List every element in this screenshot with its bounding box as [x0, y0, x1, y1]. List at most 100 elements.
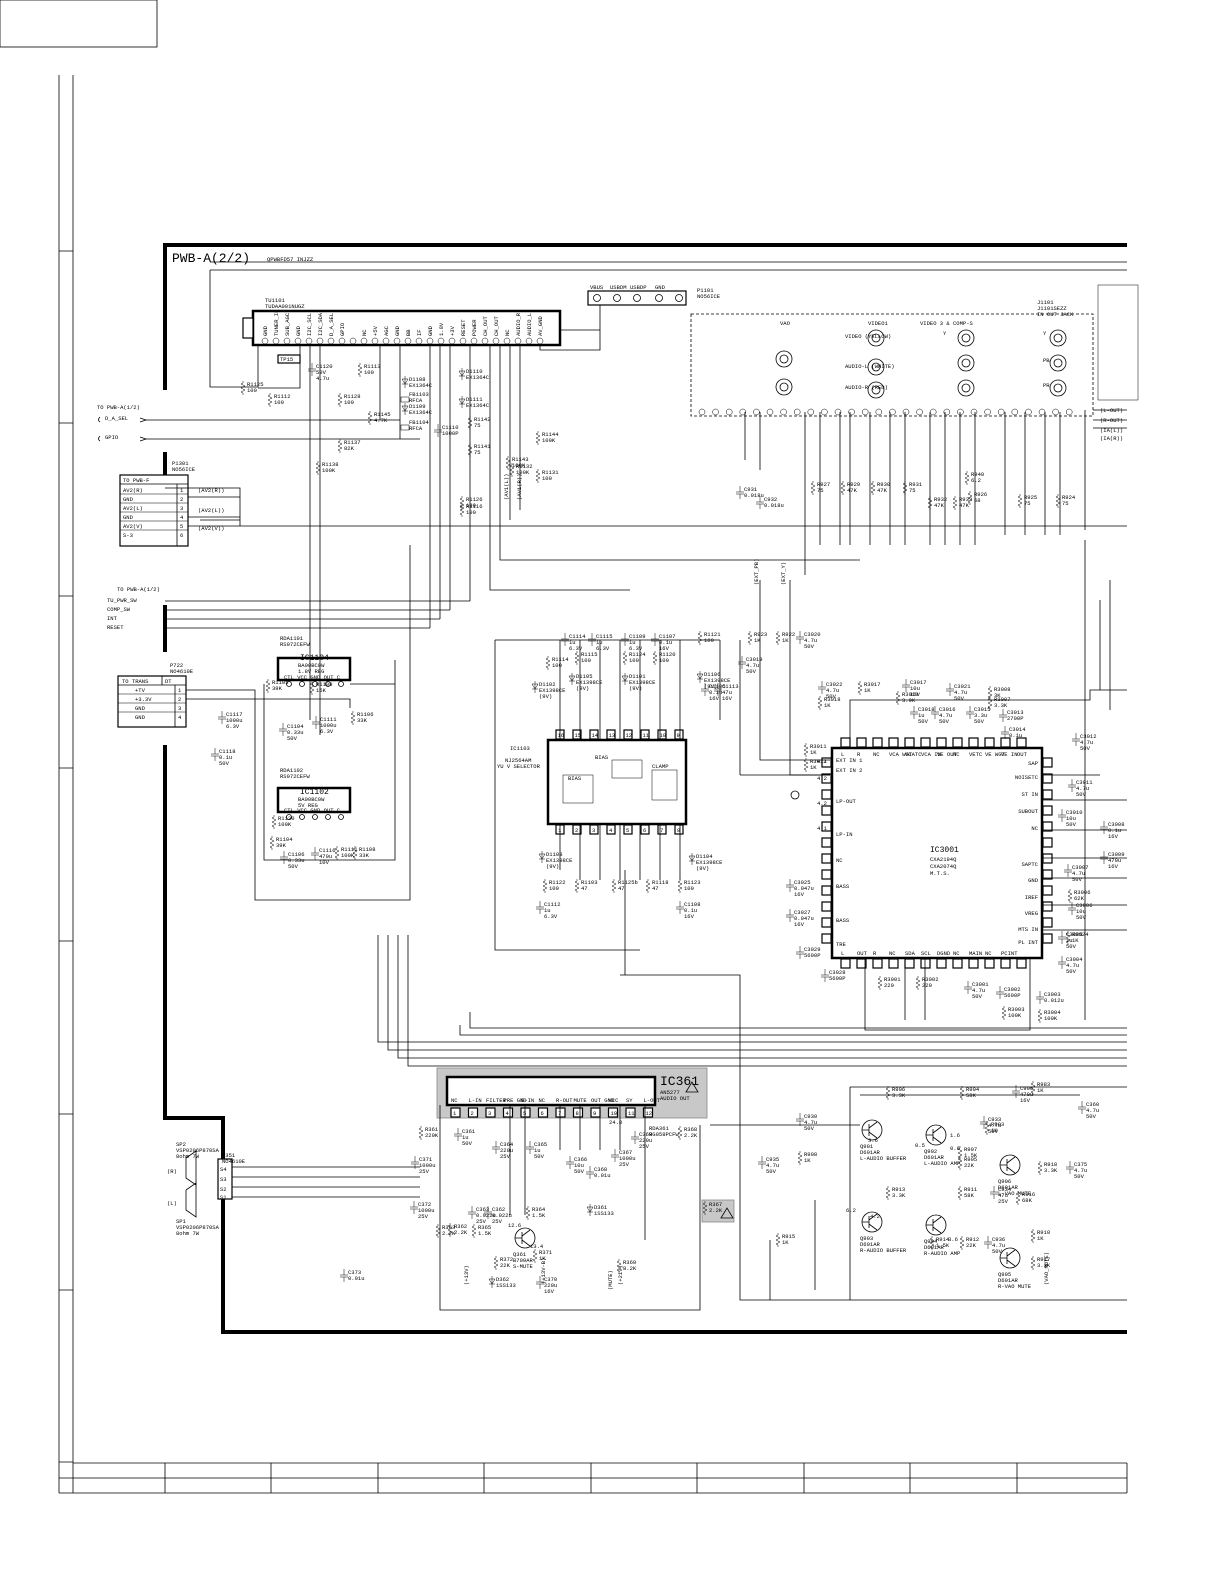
ic3001-top-pin	[856, 737, 867, 748]
resistor-icon	[265, 679, 271, 693]
rca-jack-inner	[779, 354, 789, 364]
component-value: 1000u	[419, 1162, 436, 1169]
ic1102-ref: IC1102	[300, 788, 329, 797]
component-value: 75	[817, 487, 824, 494]
component-ref: R1106	[357, 711, 374, 718]
component-value: 50V	[804, 643, 815, 650]
ic361-pin-label: NC	[451, 1097, 458, 1104]
component-ref: FB1103	[409, 391, 429, 398]
component-value: 22K	[964, 1162, 975, 1169]
ic361-pin-num: 6	[541, 1110, 544, 1117]
resistor-icon	[677, 879, 683, 893]
rda1101-ref: RDA1101	[280, 635, 304, 642]
ic1103-top-pin-num: 11	[643, 732, 650, 739]
ic1104-ref: IC1104	[300, 654, 329, 663]
capacitor-icon	[758, 1156, 766, 1169]
jack-pin	[793, 408, 801, 416]
ic1103-top-pin	[623, 729, 633, 740]
voltage-label: 1.6	[950, 1132, 960, 1139]
ic1102-desc: 5V REG	[298, 802, 318, 809]
jack-pin	[1052, 408, 1059, 416]
diode-icon	[458, 368, 466, 380]
tuner-pin	[448, 337, 456, 345]
ic361-desc: AUDIO OUT	[660, 1095, 690, 1102]
component-glyphs	[211, 363, 1108, 1289]
component-value: 100K	[322, 467, 336, 474]
ic3001-right-pin	[1042, 917, 1053, 928]
ic3001-right-pin	[1042, 885, 1053, 896]
ic361-pin-label: SY	[626, 1097, 633, 1104]
component-ref: C3025	[794, 879, 811, 886]
capacitor-icon	[984, 1236, 992, 1249]
component-value: 16V	[709, 695, 720, 702]
p1301-header: TO PWB-F	[123, 477, 149, 484]
component-ref: R372	[500, 1256, 513, 1263]
component-value: 100	[542, 475, 552, 482]
component-ref: R1130	[278, 815, 295, 822]
jack-pin	[821, 408, 828, 416]
diode-icon	[696, 671, 704, 683]
capacitor-icon	[821, 969, 829, 982]
component-value: 1u	[569, 639, 576, 646]
component-ref: R1128	[344, 393, 361, 400]
component-ref: R1126	[466, 496, 483, 503]
component-value: 50V	[462, 1140, 473, 1147]
component-ref: C3001	[972, 981, 989, 988]
net-label: (+21V)	[617, 1265, 624, 1285]
ic1103-bot-pin-num: 7	[660, 827, 663, 834]
component-ref: C3008	[1108, 821, 1125, 828]
component-value: 75	[474, 422, 481, 429]
rca-jack-inner	[961, 383, 971, 393]
tuner-pin-label: AUDIO_R	[515, 312, 522, 336]
p1101-pin4: GND	[655, 284, 666, 291]
p1101-ref: P1101	[697, 287, 714, 294]
component-value: 2.2K	[709, 1207, 723, 1214]
rca-jack	[775, 378, 793, 396]
component-value: 50V	[534, 1153, 545, 1160]
component-value: 100	[549, 885, 559, 892]
ic3001-bot-pin	[968, 958, 979, 969]
component-ref: C3011	[1076, 779, 1093, 786]
resistor-icon	[532, 1249, 538, 1263]
component-value: 4.7u	[826, 687, 839, 694]
resistor-icon	[334, 846, 340, 860]
component-value: 50V	[1066, 968, 1077, 975]
component-value: 3.3K	[994, 702, 1008, 709]
tuner-pin	[426, 337, 434, 345]
transistor-part: D601AR	[998, 1277, 1019, 1284]
ic361-ref: IC361	[660, 1074, 699, 1089]
component-value: 3.9K	[902, 697, 916, 704]
component-value: 50V	[826, 693, 837, 700]
sp1-ref: SP1	[176, 1218, 187, 1225]
capacitor-icon	[586, 1166, 594, 1179]
jack-pin	[1025, 408, 1032, 416]
component-ref: R1118	[652, 879, 669, 886]
tuner-pin	[360, 337, 368, 345]
tuner-pin-label: AGC	[383, 325, 390, 336]
p351-s1: S1	[220, 1194, 227, 1201]
ic3001-bot-pin	[872, 958, 883, 969]
p1301-row-label: AV2(L)	[123, 505, 143, 512]
p722-row-pin: 4	[178, 714, 182, 721]
ic3001-left-sig: LP-OUT	[836, 798, 857, 805]
component-value: 1.5K	[478, 1230, 492, 1237]
ic361-pin-label: OUT GND	[591, 1097, 615, 1104]
component-ref: C933	[988, 1116, 1001, 1123]
resistor-icon	[957, 1146, 963, 1160]
ic3001-bot-pin	[920, 958, 931, 969]
component-value: 4.7u	[1080, 739, 1093, 746]
jack-pr-label: PR	[1043, 382, 1050, 389]
component-value: 1SS133	[594, 1210, 614, 1217]
component-ref: R363	[442, 1224, 455, 1231]
capacitor-icon	[492, 1141, 500, 1154]
component-ref: R365	[478, 1224, 491, 1231]
component-ref: R914	[936, 1236, 950, 1243]
component-ref: R369	[623, 1259, 636, 1266]
tuner-pin-label: AV_GND	[537, 315, 544, 336]
resistor-icon	[1015, 1191, 1021, 1205]
capacitor-icon	[536, 1276, 544, 1289]
resistor-icon	[467, 443, 473, 457]
capacitor-icon	[561, 633, 569, 646]
